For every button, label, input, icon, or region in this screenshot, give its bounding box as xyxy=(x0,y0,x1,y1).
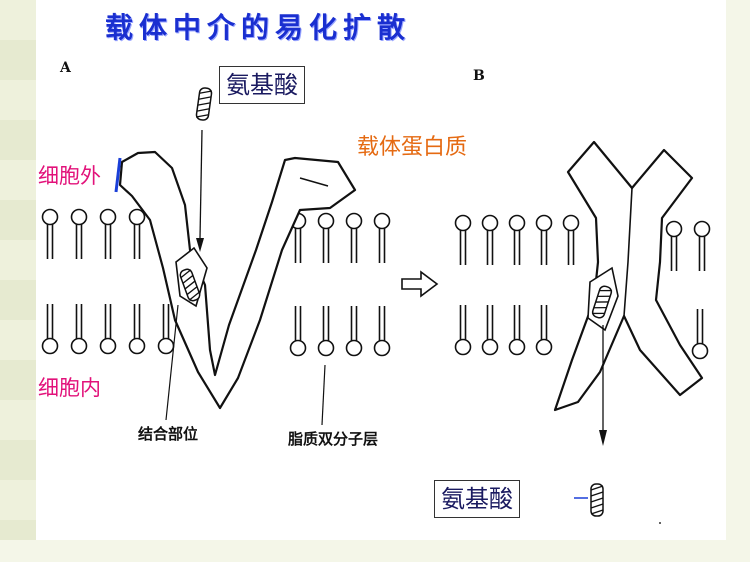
decorative-vine-border xyxy=(0,0,36,562)
slide-title: 载体中介的易化扩散 xyxy=(105,11,412,44)
extracellular-label: 细胞外 xyxy=(38,164,101,188)
panel-label-a: A xyxy=(60,60,71,76)
amino-acid-released xyxy=(590,483,604,517)
decorative-vine-bottom xyxy=(0,540,750,562)
binding-site-pointer xyxy=(165,304,179,421)
panel-label-b: B xyxy=(473,68,485,84)
carrier-protein-label: 载体蛋白质 xyxy=(357,135,468,160)
entry-arrow-head xyxy=(196,238,204,252)
panel-b-membrane-top xyxy=(454,214,711,272)
lipid-bilayer-label: 脂质双分子层 xyxy=(288,430,379,448)
extracellular-marker xyxy=(114,157,122,193)
intracellular-label: 细胞内 xyxy=(38,376,101,400)
amino-acid-entering xyxy=(195,86,213,122)
amino-acid-label-bottom: 氨基酸 xyxy=(434,480,520,518)
stray-dot xyxy=(659,522,661,524)
panel-a-membrane-top xyxy=(41,208,391,264)
amino-acid-label-top: 氨基酸 xyxy=(219,66,305,104)
panel-a-membrane-bottom xyxy=(41,303,391,357)
exit-arrow-head xyxy=(599,430,607,446)
carrier-label-pointer xyxy=(299,177,329,187)
carrier-channel-line xyxy=(623,187,633,317)
panel-a-carrier-protein xyxy=(118,150,357,410)
lipid-bilayer-pointer xyxy=(321,364,326,426)
entry-path-line xyxy=(199,129,203,239)
panel-b-carrier-protein xyxy=(553,140,704,412)
transition-arrow xyxy=(401,270,439,298)
binding-site-label: 结合部位 xyxy=(138,425,199,443)
